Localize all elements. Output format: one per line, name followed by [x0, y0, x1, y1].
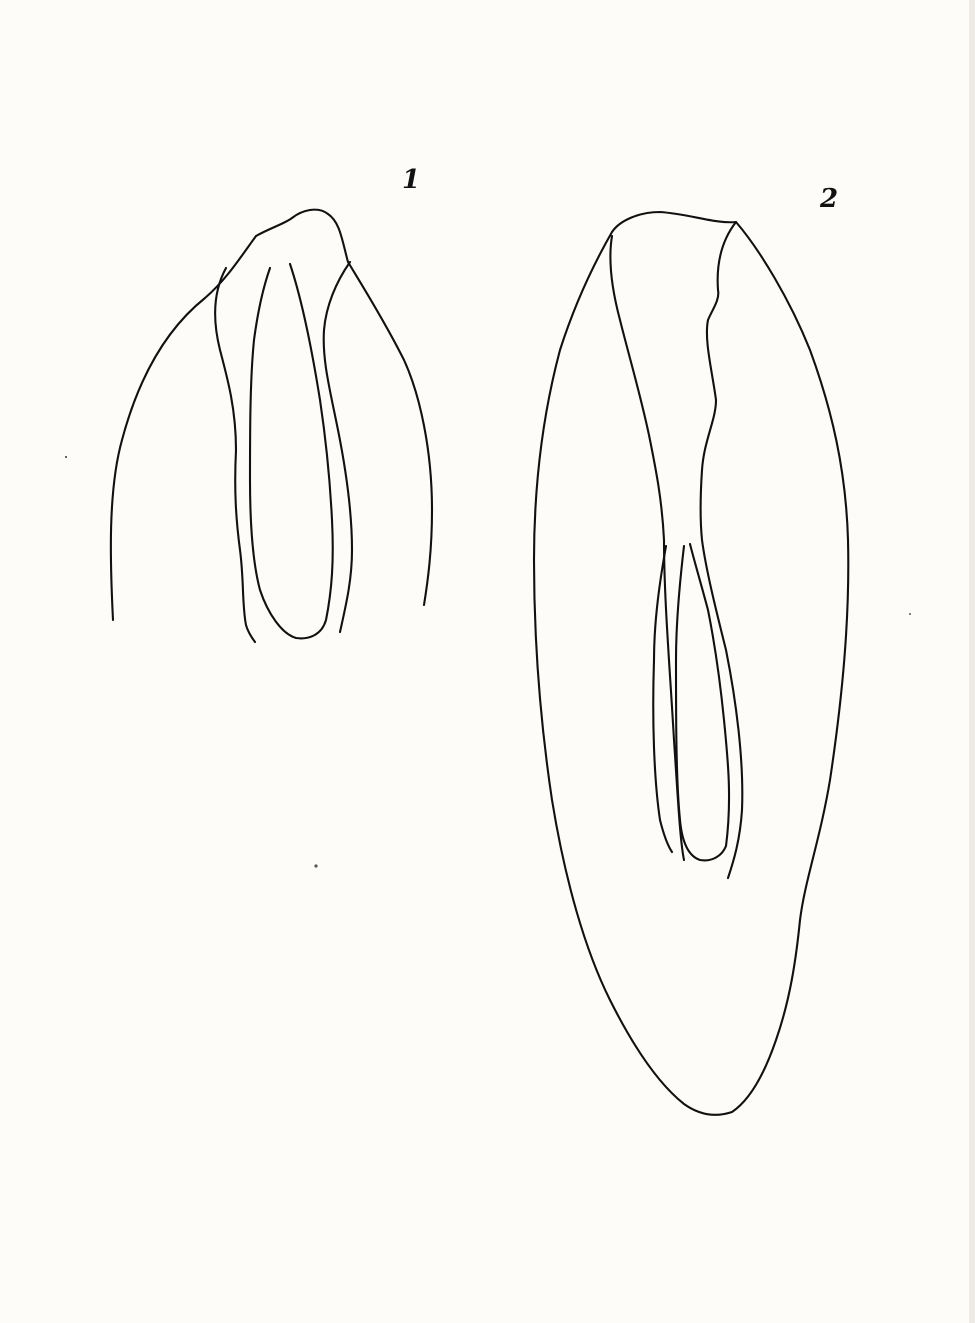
page-edge-shadow — [969, 0, 975, 1323]
figure-2-central-ridge — [610, 236, 684, 860]
figure-1-inner-loop — [250, 264, 333, 638]
dust-speck — [909, 613, 911, 615]
figure-2-right-fold — [701, 222, 743, 878]
figure-2-label: 2 — [819, 184, 838, 214]
figure-1-label: 1 — [402, 165, 420, 195]
figure-2-inner-loop — [676, 544, 729, 860]
dust-speck — [314, 864, 317, 867]
figure-1-right-band — [324, 262, 352, 632]
dust-speck — [65, 456, 67, 458]
figure-2-inner-left-line — [653, 546, 672, 852]
figure-1-drawing — [111, 210, 432, 642]
figure-2-drawing — [534, 212, 848, 1115]
figure-2-outer-outline — [534, 212, 848, 1115]
figure-1-outer-outline — [111, 210, 432, 620]
